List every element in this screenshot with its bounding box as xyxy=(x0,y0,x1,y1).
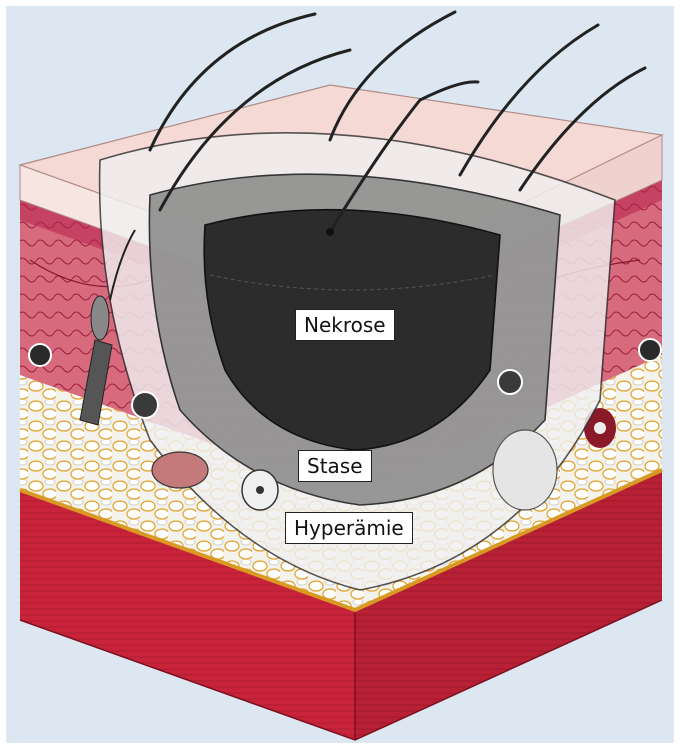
necrosis-label: Nekrose xyxy=(295,309,395,341)
vessel-loop xyxy=(498,370,522,394)
gland-right xyxy=(493,430,557,510)
hyperemia-label: Hyperämie xyxy=(285,512,413,544)
stasis-label: Stase xyxy=(298,450,372,482)
gland-left xyxy=(152,452,208,488)
vessel-loop xyxy=(132,392,158,418)
